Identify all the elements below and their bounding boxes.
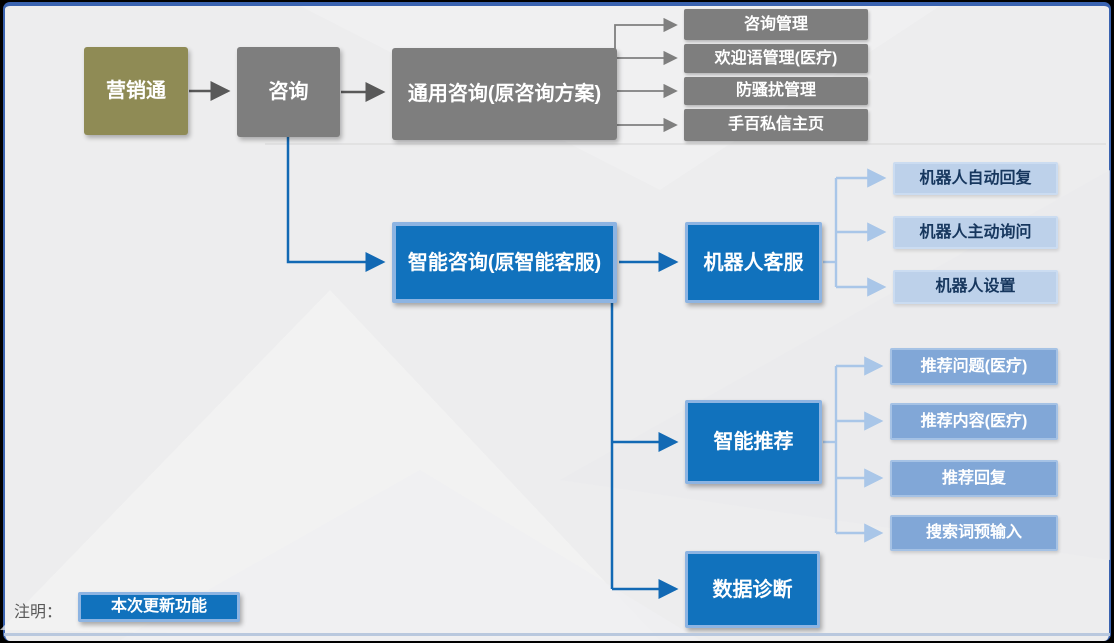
node-consult-management: 咨询管理: [684, 9, 868, 40]
legend-updated-feature-box: 本次更新功能: [78, 592, 240, 622]
node-private-message-home: 手百私信主页: [684, 109, 868, 141]
blue-flow-connectors: [286, 137, 679, 599]
bottom-accent-line: [4, 633, 1110, 636]
node-consult: 咨询: [237, 47, 340, 137]
node-search-preinput: 搜索词预输入: [890, 515, 1058, 551]
light-blue-connectors: [823, 168, 887, 543]
node-robot-proactive-ask: 机器人主动询问: [893, 216, 1058, 249]
node-welcome-message: 欢迎语管理(医疗): [684, 44, 868, 73]
gray-fan-connectors: [614, 17, 678, 133]
node-robot-service: 机器人客服: [685, 222, 822, 303]
node-robot-settings: 机器人设置: [893, 270, 1058, 304]
node-smart-recommend: 智能推荐: [685, 400, 822, 484]
node-root: 营销通: [84, 47, 188, 135]
node-robot-auto-reply: 机器人自动回复: [893, 162, 1058, 195]
node-recommend-questions: 推荐问题(医疗): [890, 348, 1058, 385]
node-recommend-content: 推荐内容(医疗): [890, 403, 1058, 440]
node-data-diagnosis: 数据诊断: [685, 551, 820, 628]
node-recommend-reply: 推荐回复: [890, 460, 1058, 497]
node-general-consult: 通用咨询(原咨询方案): [392, 48, 617, 140]
node-smart-consult: 智能咨询(原智能客服): [392, 222, 617, 303]
node-anti-harassment: 防骚扰管理: [684, 77, 868, 105]
legend-label: 注明：: [14, 604, 63, 621]
gray-flow-connectors: [189, 81, 386, 102]
